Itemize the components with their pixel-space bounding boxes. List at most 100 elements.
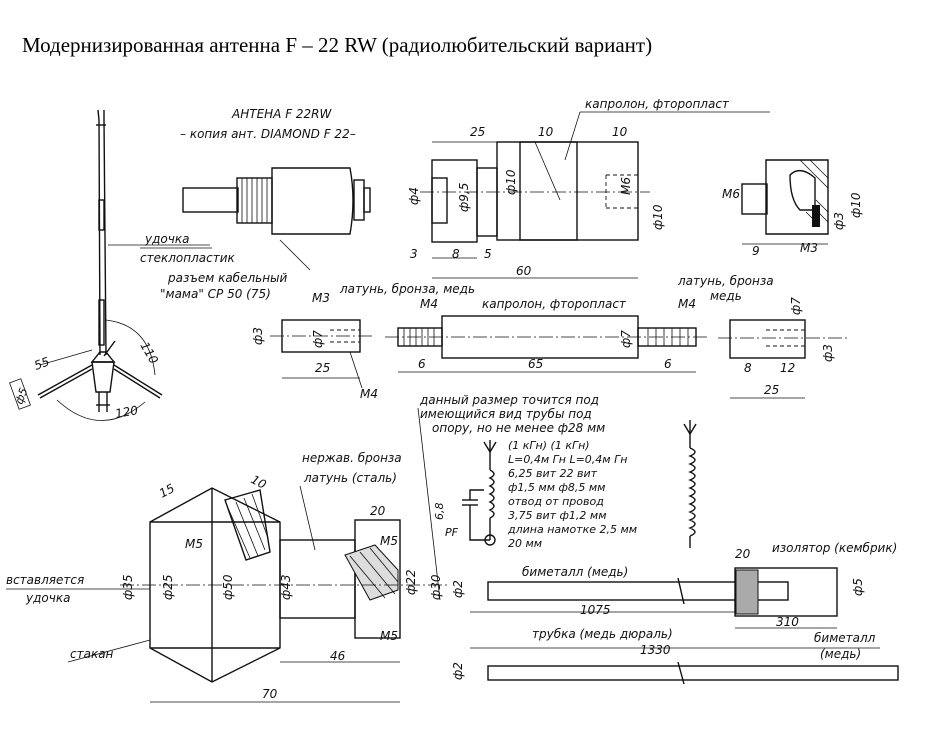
dim-3a: 3 xyxy=(410,247,418,261)
label-razem-1: разъем кабельный xyxy=(167,271,288,285)
dim-d35: ф35 xyxy=(121,574,135,600)
dim-8a: 8 xyxy=(452,247,460,261)
radiator-rods: ф2 биметалл (медь) 1075 20 изолятор (кем… xyxy=(451,541,899,685)
label-izolyator: изолятор (кембрик) xyxy=(772,541,897,555)
label-bimetal-1: биметалл (медь) xyxy=(522,565,628,579)
radial-right-2 xyxy=(113,368,161,399)
label-kapr-top: капролон, фторопласт xyxy=(585,97,730,111)
coil-line-8: 20 мм xyxy=(508,537,542,550)
insulator-step-3 xyxy=(476,167,498,237)
stepped-insulator: капролон, фторопласт 25 10 10 ф4 ф9,5 ф1… xyxy=(407,97,770,279)
bushing-right xyxy=(729,319,806,359)
connector-symbol xyxy=(484,534,496,546)
dim-d3d: ф3 xyxy=(821,344,835,362)
dim-8b: 8 xyxy=(744,361,752,375)
dim-m4b: M4 xyxy=(420,297,438,311)
dim-d22: ф22 xyxy=(404,569,418,595)
dim-d10d: ф10 xyxy=(651,204,665,230)
cap-cavity xyxy=(789,170,816,211)
label-razem-2: "мама" СР 50 (75) xyxy=(160,287,271,301)
hub xyxy=(90,351,116,363)
dim-110: 110 xyxy=(137,340,161,367)
radial-section xyxy=(9,378,31,410)
label-stekloplastik: стеклопластик xyxy=(140,251,235,265)
dim-10a: 10 xyxy=(538,125,554,139)
dim-10b: 10 xyxy=(612,125,628,139)
top-cap-section: M6 ф3 ф10 9 M3 xyxy=(722,159,863,258)
dim-15: 15 xyxy=(157,481,177,501)
dim-25a: 25 xyxy=(470,125,485,139)
long-coil-arrow xyxy=(683,423,697,436)
dim-120: 120 xyxy=(114,403,139,421)
schematic-coil xyxy=(488,469,495,519)
dim-m5b: M5 xyxy=(380,534,398,548)
notes-block: данный размер точится под имеющийся вид … xyxy=(417,393,697,601)
coil-line-1: (1 кГн) (1 кГн) xyxy=(508,439,590,452)
dim-m5c: M5 xyxy=(380,629,398,643)
mast xyxy=(97,109,101,356)
leader-latun xyxy=(299,485,316,551)
cup-insert-hatch xyxy=(227,493,269,559)
angle-arc-110 xyxy=(105,319,156,376)
leader-stakan xyxy=(67,639,151,663)
dim-m3a: M3 xyxy=(800,241,818,255)
dim-d7c: ф7 xyxy=(789,297,803,315)
note-size-1: данный размер точится под xyxy=(419,393,599,407)
dim-310: 310 xyxy=(776,615,799,629)
antenna-sketch: 55 110 120 ф5 удочка стеклопластик xyxy=(9,109,235,421)
connector-assembly: разъем кабельный "мама" СР 50 (75) xyxy=(160,167,371,301)
note-leader xyxy=(417,407,441,601)
note-size-2: имеющийся вид трубы под xyxy=(420,407,592,421)
dim-m5a: M5 xyxy=(185,537,203,551)
radial-left-2 xyxy=(39,368,93,399)
bimetal-rod-long xyxy=(487,665,899,681)
page-title: Модернизированная антенна F – 22 RW (рад… xyxy=(22,33,653,57)
coil-line-3: 6,25 вит 22 вит xyxy=(508,467,598,480)
dim-46: 46 xyxy=(330,649,346,663)
dim-5a: 5 xyxy=(484,247,492,261)
cup-insert xyxy=(224,489,271,561)
dim-d3c: ф3 xyxy=(251,327,265,345)
label-kapr-mid: капролон, фторопласт xyxy=(482,297,627,311)
break-mark-1 xyxy=(677,577,685,605)
cup-shaft-end xyxy=(354,519,401,639)
dim-60: 60 xyxy=(516,264,532,278)
label-bimetal-2a: биметалл xyxy=(814,631,876,645)
radial-left xyxy=(37,364,93,396)
dim-20a: 20 xyxy=(370,504,386,518)
antenna-name: АНТЕНА F 22RW xyxy=(231,107,333,121)
dim-1075: 1075 xyxy=(580,603,611,617)
dim-m6a: M6 xyxy=(619,177,633,195)
cap-body xyxy=(765,159,829,235)
schematic-tap xyxy=(469,489,484,500)
dim-20b: 20 xyxy=(735,547,751,561)
label-latun-stal: латунь (сталь) xyxy=(303,471,397,485)
label-bimetal-2b: (медь) xyxy=(820,647,861,661)
dim-m3b: M3 xyxy=(312,291,330,305)
connector-nut xyxy=(353,179,365,221)
dim-d4: ф4 xyxy=(407,187,421,205)
dim-d7a: ф7 xyxy=(311,330,325,348)
dim-d5b: ф5 xyxy=(851,578,865,596)
dim-6b: 6 xyxy=(664,357,672,371)
label-med: медь xyxy=(710,289,742,303)
note-size-3: опору, но не менее ф28 мм xyxy=(432,421,605,435)
coil-line-6: 3,75 вит ф1,2 мм xyxy=(508,509,607,522)
coil-line-7: длина намотке 2,5 мм xyxy=(507,523,637,536)
break-mark-2 xyxy=(677,661,685,685)
coil-line-5: отвод от провод xyxy=(508,495,604,508)
thread-hatch xyxy=(241,178,268,223)
cap-insert xyxy=(812,205,820,227)
dim-m6b: M6 xyxy=(722,187,740,201)
cap-thread xyxy=(741,183,768,215)
copper-tube xyxy=(734,567,838,617)
dim-6a: 6 xyxy=(418,357,426,371)
middle-row-parts: ф3 ф7 M3 25 M4 латунь, бронза, медь M4 к… xyxy=(251,274,848,401)
base-cup-assembly: 15 10 M5 ф35 ф25 ф50 ф43 46 70 20 M5 ф22… xyxy=(6,451,450,703)
coil-line-4: ф1,5 мм ф8,5 мм xyxy=(508,481,605,494)
radial-right xyxy=(113,364,163,396)
dim-55: 55 xyxy=(32,354,51,372)
dim-d3b: ф3 xyxy=(832,212,846,230)
connector-end xyxy=(363,187,371,213)
